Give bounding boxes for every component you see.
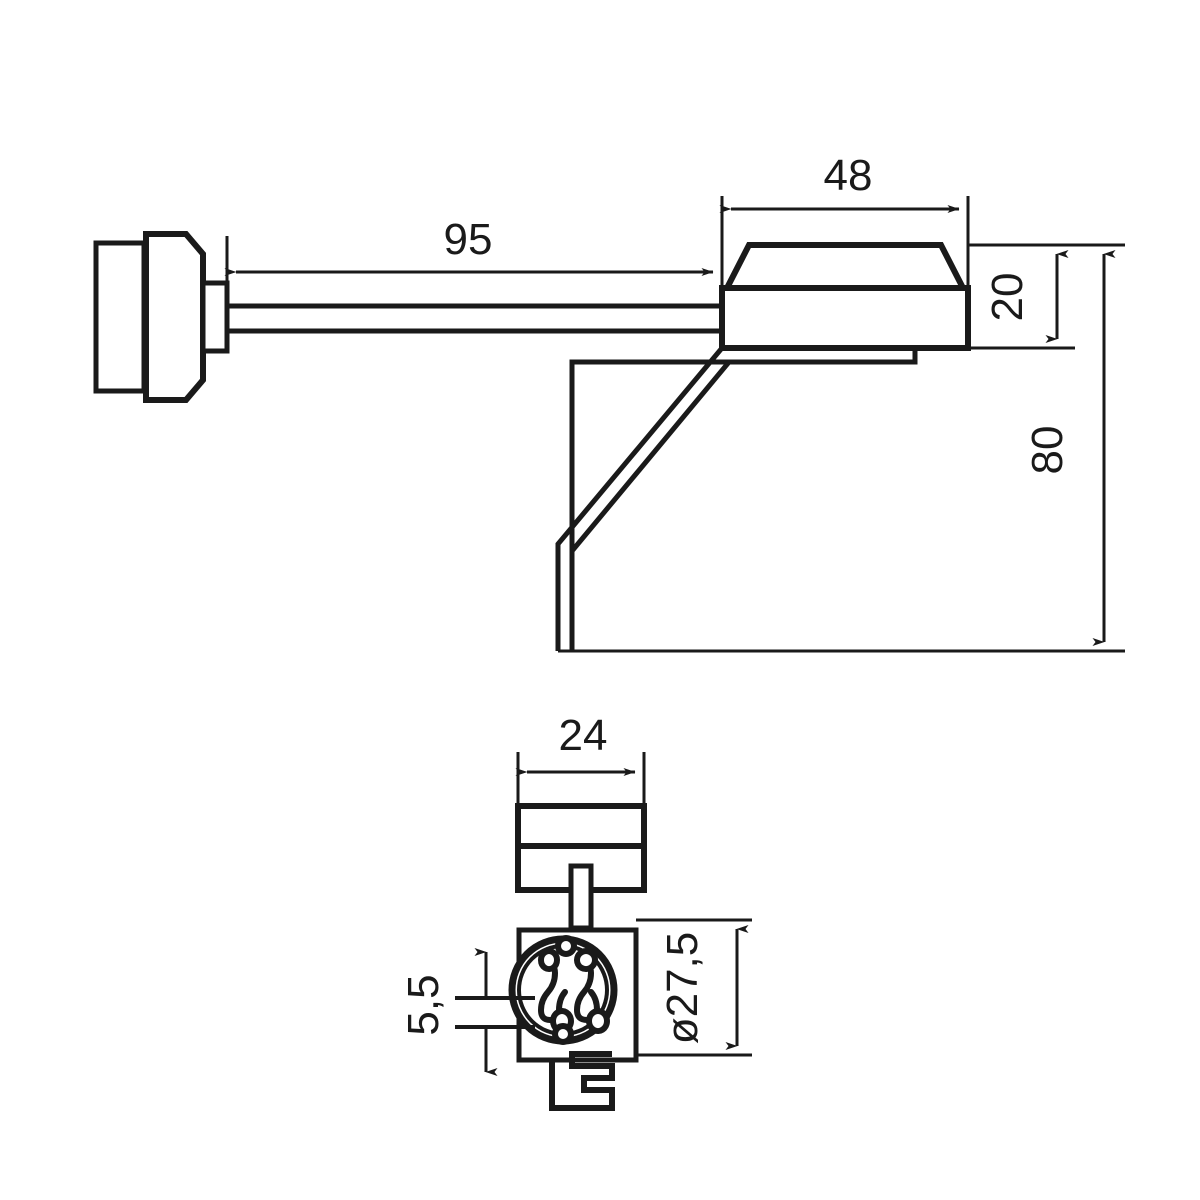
dim-55-label: 5,5 <box>399 974 448 1035</box>
plug-connector <box>93 231 230 403</box>
screw-holes <box>552 935 577 1045</box>
stepped-bracket <box>549 1051 615 1111</box>
screw-hole-bottom <box>552 1023 574 1045</box>
dim-275-label: ø27,5 <box>658 932 707 1045</box>
head-lens-trapezoid <box>722 242 968 291</box>
connector-cap <box>93 240 147 394</box>
dimension-80: 80 <box>558 243 1125 653</box>
dimension-24: 24 <box>515 711 646 806</box>
keyhole-left-top-cap <box>538 948 560 973</box>
bracket-inner-profile <box>555 346 724 651</box>
connector-stub <box>200 280 230 354</box>
dim-95-label: 95 <box>444 215 493 264</box>
keyhole-slots <box>537 948 610 1035</box>
bracket-diagonal-edge <box>570 360 731 553</box>
dim-80-label: 80 <box>1023 426 1072 475</box>
dimension-48: 48 <box>719 151 970 288</box>
keyhole-right-bottom-cap <box>586 1008 610 1035</box>
dim-20-label: 20 <box>983 273 1032 322</box>
mounting-bracket-arm <box>555 346 918 651</box>
screw-hole-top <box>555 935 577 957</box>
luminaire-head <box>719 242 971 351</box>
front-elevation-view: 24 5,5 ø27,5 <box>399 711 752 1111</box>
dim-48-label: 48 <box>824 151 873 200</box>
dimension-55: 5,5 <box>399 948 535 1076</box>
keyhole-right-top-cap <box>574 948 598 973</box>
socket-neck <box>568 863 594 931</box>
bracket-outer-profile <box>569 348 918 651</box>
connector-body <box>143 231 206 403</box>
dimension-diameter-275: ø27,5 <box>636 918 752 1057</box>
side-elevation-view: 95 48 20 80 <box>93 151 1125 653</box>
dim-24-label: 24 <box>559 711 608 760</box>
cable-stem <box>227 303 722 334</box>
dimension-95: 95 <box>224 200 724 300</box>
head-body-rect <box>719 285 971 351</box>
